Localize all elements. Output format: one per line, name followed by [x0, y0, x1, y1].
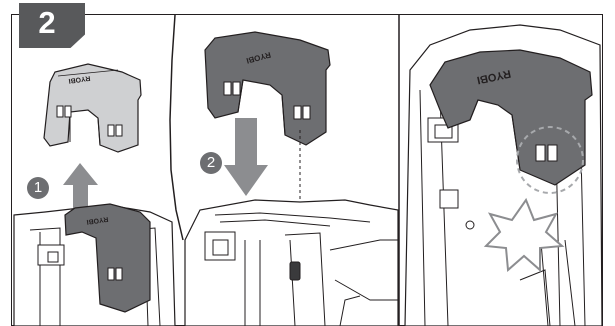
sub-step-1-marker: 1 [27, 177, 49, 199]
click-burst-icon [483, 197, 565, 273]
clip-brand-text-2: RYOBI [86, 215, 109, 225]
clip-brand-text-1: RYOBI [68, 74, 91, 84]
panel-1-remove-clip: RYOBI RYOBI [13, 63, 176, 326]
panel-3-clip-installed: RYOBI [404, 24, 603, 326]
panel-divider-1 [169, 14, 184, 241]
device-panel-3: RYOBI [404, 24, 603, 326]
highlight-circle [516, 126, 584, 194]
sub-step-2-marker: 2 [200, 152, 222, 174]
device-panel-1: RYOBI [13, 203, 176, 326]
latch-slot [289, 261, 301, 281]
clip-installing-illustration: RYOBI [204, 31, 331, 146]
clip-removed-illustration: RYOBI [43, 63, 142, 153]
step-number-badge: 2 [19, 3, 85, 48]
panel-2-install-clip: RYOBI [184, 31, 399, 326]
down-arrow [224, 118, 268, 196]
up-arrow [63, 163, 98, 215]
device-panel-2 [184, 199, 399, 326]
